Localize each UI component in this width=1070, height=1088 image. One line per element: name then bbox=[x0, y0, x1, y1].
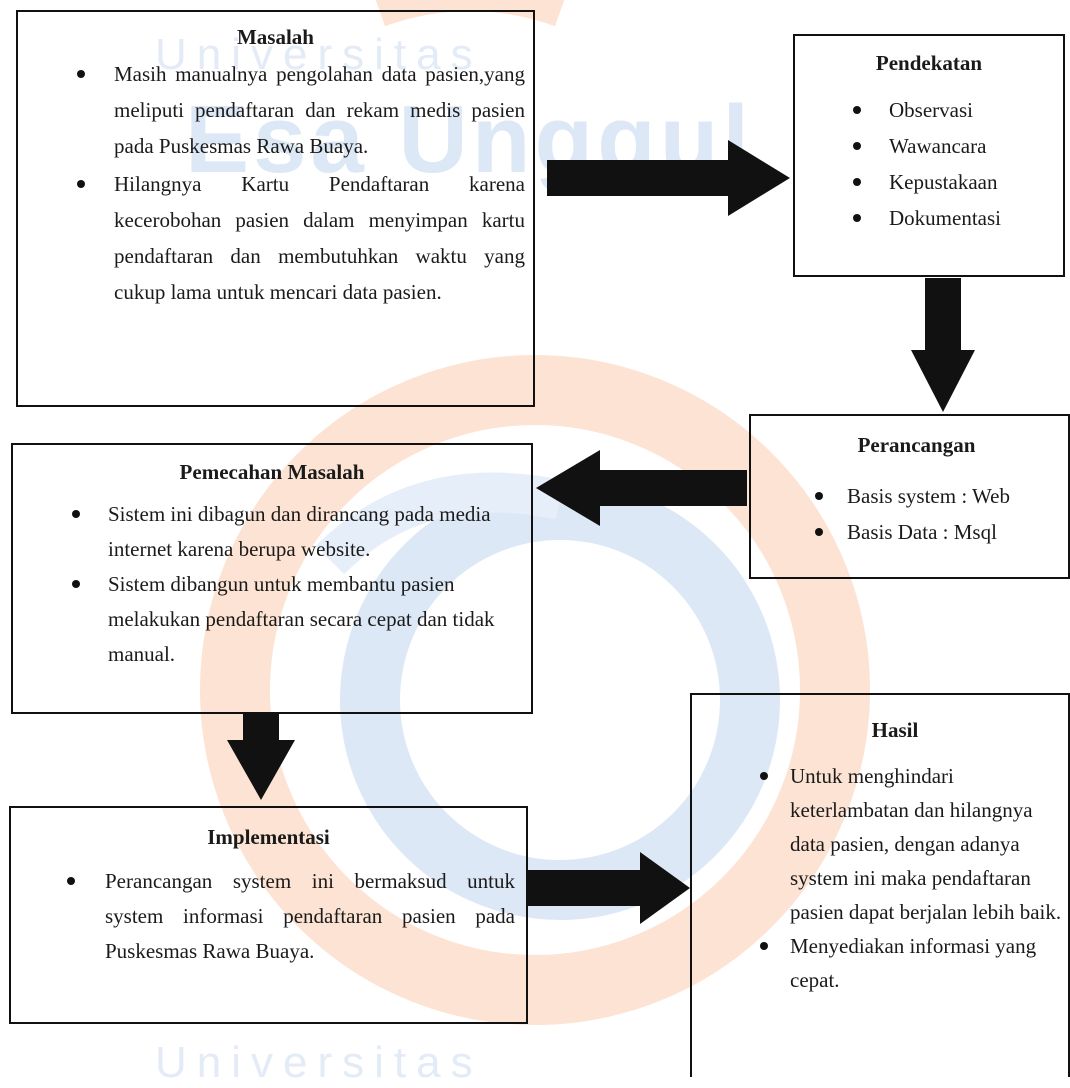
implementasi-box: Implementasi Perancangan system ini berm… bbox=[9, 806, 528, 1024]
list-item: Untuk menghindari keterlambatan dan hila… bbox=[692, 759, 1062, 929]
pendekatan-box: Pendekatan Observasi Wawancara Kepustaka… bbox=[793, 34, 1065, 277]
implementasi-list: Perancangan system ini bermaksud untuk s… bbox=[11, 864, 526, 969]
bullet-icon bbox=[853, 106, 861, 114]
arrow-down-2 bbox=[227, 713, 295, 800]
arrow-left-1 bbox=[536, 450, 747, 526]
bullet-icon bbox=[77, 180, 85, 188]
bullet-icon bbox=[853, 178, 861, 186]
bullet-icon bbox=[67, 877, 75, 885]
list-item: Sistem dibangun untuk membantu pasien me… bbox=[13, 567, 518, 672]
perancangan-list: Basis system : Web Basis Data : Msql bbox=[751, 478, 1068, 550]
pemecahan-box: Pemecahan Masalah Sistem ini dibagun dan… bbox=[11, 443, 533, 714]
list-item: Sistem ini dibagun dan dirancang pada me… bbox=[13, 497, 518, 567]
bullet-icon bbox=[72, 580, 80, 588]
implementasi-title: Implementasi bbox=[207, 825, 330, 849]
arrow-down-1 bbox=[911, 278, 975, 412]
masalah-list: Masih manualnya pengolahan data pasien,y… bbox=[18, 56, 533, 310]
hasil-box: Hasil Untuk menghindari keterlambatan da… bbox=[690, 693, 1070, 1077]
masalah-title: Masalah bbox=[236, 25, 314, 49]
bullet-icon bbox=[77, 70, 85, 78]
list-item: Kepustakaan bbox=[795, 164, 1063, 200]
masalah-box: Masalah Masih manualnya pengolahan data … bbox=[16, 10, 535, 407]
hasil-list: Untuk menghindari keterlambatan dan hila… bbox=[692, 759, 1068, 997]
pemecahan-list: Sistem ini dibagun dan dirancang pada me… bbox=[13, 497, 531, 672]
bullet-icon bbox=[815, 492, 823, 500]
list-item: Dokumentasi bbox=[795, 200, 1063, 236]
list-item: Hilangnya Kartu Pendaftaran karena kecer… bbox=[18, 166, 525, 310]
list-item: Basis system : Web bbox=[751, 478, 1068, 514]
list-item: Basis Data : Msql bbox=[751, 514, 1068, 550]
arrow-right-2 bbox=[527, 852, 690, 924]
pemecahan-title: Pemecahan Masalah bbox=[179, 460, 365, 484]
pendekatan-list: Observasi Wawancara Kepustakaan Dokument… bbox=[795, 92, 1063, 236]
pendekatan-title: Pendekatan bbox=[875, 51, 983, 75]
bullet-icon bbox=[853, 214, 861, 222]
list-item: Wawancara bbox=[795, 128, 1063, 164]
perancangan-title: Perancangan bbox=[857, 433, 976, 457]
bullet-icon bbox=[815, 528, 823, 536]
arrow-right-1 bbox=[547, 140, 790, 216]
perancangan-box: Perancangan Basis system : Web Basis Dat… bbox=[749, 414, 1070, 579]
bullet-icon bbox=[853, 142, 861, 150]
bullet-icon bbox=[72, 510, 80, 518]
list-item: Observasi bbox=[795, 92, 1063, 128]
bullet-icon bbox=[760, 942, 768, 950]
hasil-title: Hasil bbox=[871, 718, 919, 742]
bullet-icon bbox=[760, 772, 768, 780]
list-item: Menyediakan informasi yang cepat. bbox=[692, 929, 1062, 997]
list-item: Perancangan system ini bermaksud untuk s… bbox=[11, 864, 515, 969]
list-item: Masih manualnya pengolahan data pasien,y… bbox=[18, 56, 525, 164]
